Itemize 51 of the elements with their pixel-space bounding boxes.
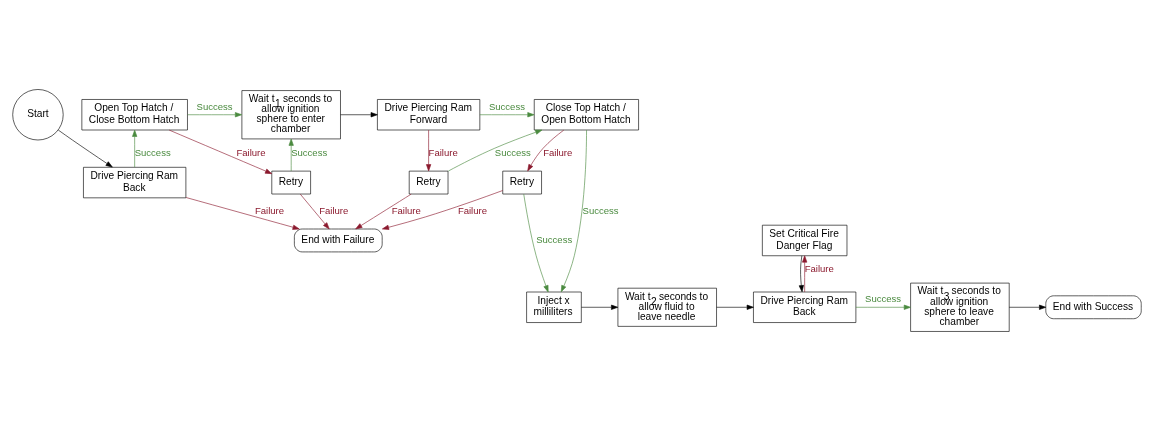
arrow xyxy=(185,197,300,230)
arrow xyxy=(132,129,138,168)
arrow xyxy=(527,129,565,172)
edge-label: Failure xyxy=(428,146,458,158)
arrow xyxy=(523,193,549,293)
arrow xyxy=(299,193,330,230)
node-box: Inject x milliliters xyxy=(526,291,582,323)
arrow xyxy=(447,129,543,172)
edge-label: Success xyxy=(291,146,328,158)
edge-label: Success xyxy=(488,100,525,112)
edge-label: Success xyxy=(196,100,233,112)
arrow xyxy=(581,304,619,310)
node-circle: Start xyxy=(12,89,64,141)
edge-label: Success xyxy=(582,204,619,216)
edge-label: Success xyxy=(865,293,902,305)
edge-label: Success xyxy=(494,146,531,158)
node-box: End with Failure xyxy=(294,228,383,253)
edge-label: Failure xyxy=(804,262,834,274)
node-box: Drive Piercing Ram Back xyxy=(83,167,187,199)
arrow xyxy=(288,138,294,172)
arrow xyxy=(168,129,273,174)
node-box: Retry xyxy=(271,170,311,195)
arrow xyxy=(479,112,535,118)
node-box: Retry xyxy=(408,170,449,195)
node-box: Close Top Hatch / Open Bottom Hatch xyxy=(533,99,639,131)
edge-label: Success xyxy=(134,146,171,158)
arrow xyxy=(855,304,911,310)
arrow xyxy=(1008,304,1047,310)
node-box: Drive Piercing Ram Forward xyxy=(377,99,481,131)
edge-label: Failure xyxy=(236,146,266,158)
node-box: Drive Piercing Ram Back xyxy=(753,291,857,323)
arrow xyxy=(187,112,242,118)
arrow xyxy=(716,304,754,310)
arrow xyxy=(802,255,808,293)
arrow xyxy=(798,255,804,293)
arrow xyxy=(426,129,432,172)
edge-label: Failure xyxy=(543,146,573,158)
node-box: Set Critical Fire Danger Flag xyxy=(762,224,848,257)
edge-label: Failure xyxy=(254,204,285,216)
arrow xyxy=(560,129,587,293)
edge-label: Failure xyxy=(391,204,421,216)
arrow xyxy=(57,129,113,168)
arrow xyxy=(340,112,378,118)
node-box: Retry xyxy=(502,170,542,195)
arrow xyxy=(355,193,412,230)
edge-label: Failure xyxy=(457,204,488,216)
node-box: Open Top Hatch / Close Bottom Hatch xyxy=(81,99,188,131)
edge-label: Failure xyxy=(319,204,349,216)
edge-label: Success xyxy=(536,233,573,245)
node-box: End with Success xyxy=(1045,295,1142,320)
arrow xyxy=(382,190,503,230)
